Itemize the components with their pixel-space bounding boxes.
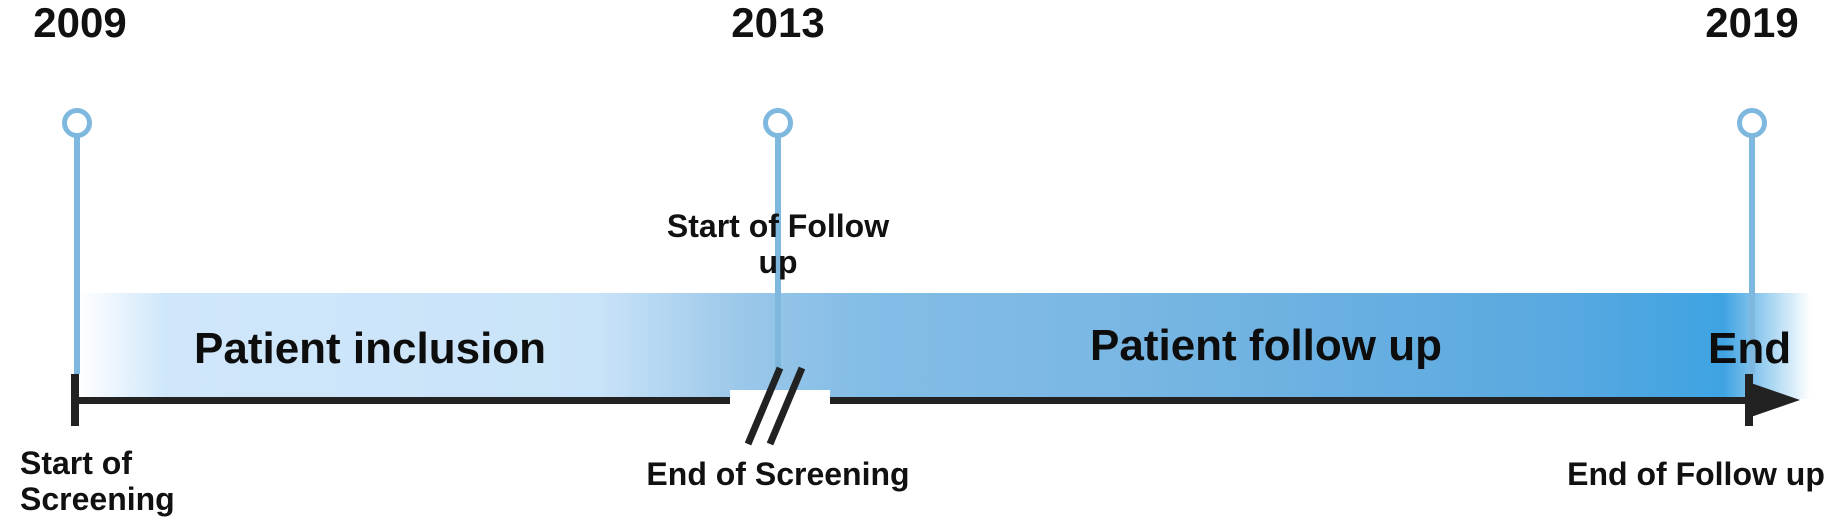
phase-label-follow-up: Patient follow up [1090,321,1442,370]
phase-label-inclusion: Patient inclusion [194,324,547,373]
milestone-pin-2013 [763,108,793,138]
start-of-follow-up-label: Start of Follow up [666,208,890,280]
timeline-axis [72,397,1752,404]
end-of-follow-up-label: End of Follow up [1567,456,1825,492]
milestone-stem-2009 [74,128,80,374]
start-of-screening-label: Start of Screening [20,445,175,517]
year-label-2009: 2009 [33,0,127,46]
milestone-stem-2013 [775,128,781,374]
milestone-stem-2019 [1749,128,1755,374]
year-label-2013: 2013 [731,0,825,46]
year-label-2019: 2019 [1705,0,1799,46]
phase-band [78,293,1810,399]
axis-tick-end [1745,374,1753,426]
end-label: End [1708,324,1792,373]
milestone-pin-2019 [1737,108,1767,138]
milestone-pin-2009 [62,108,92,138]
end-of-screening-label: End of Screening [646,456,910,492]
axis-break-icon [730,366,830,446]
axis-arrowhead [1748,382,1800,418]
axis-tick-start [71,374,79,426]
